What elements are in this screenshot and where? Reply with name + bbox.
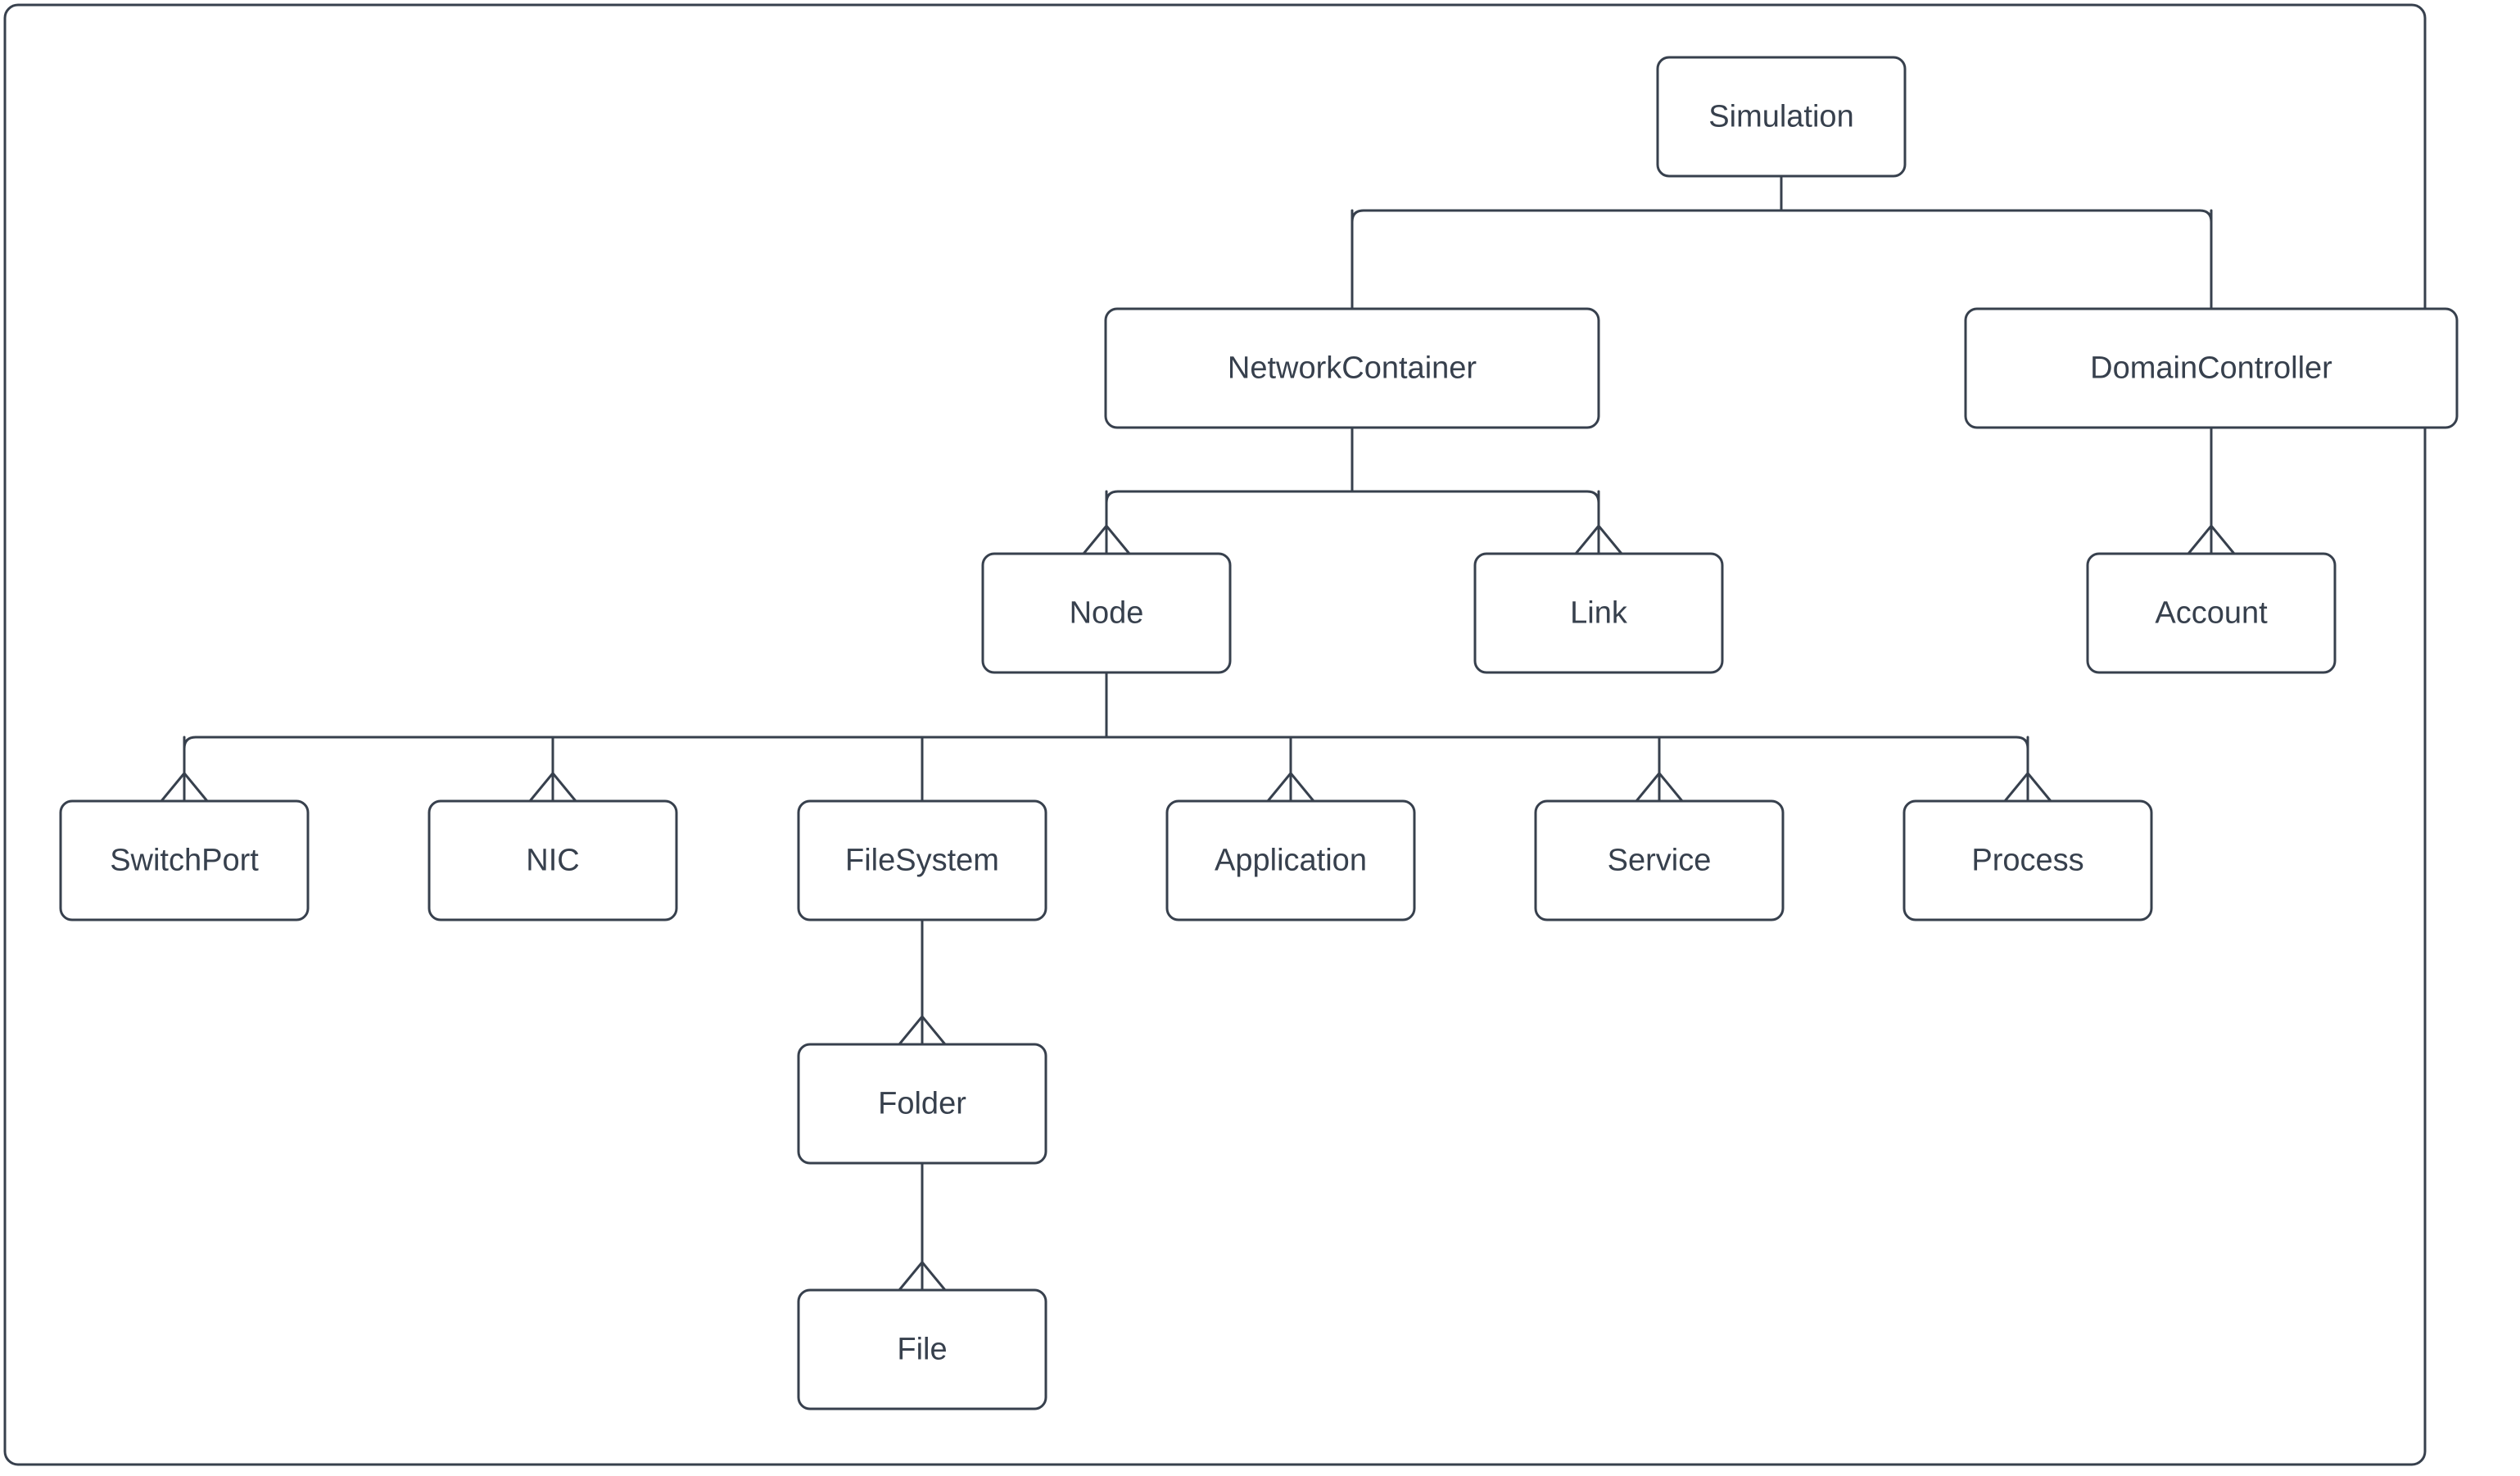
edge-node-to-nic-arrowhead: [528, 772, 577, 803]
node-label-link: Link: [1570, 596, 1628, 631]
node-simulation[interactable]: Simulation: [1656, 56, 1907, 178]
node-label-file: File: [897, 1333, 947, 1367]
node-domaincontroller[interactable]: DomainController: [1964, 307, 2459, 429]
canvas-frame: [3, 3, 2427, 1466]
node-box-nic[interactable]: [428, 799, 678, 921]
node-networkcontainer[interactable]: NetworkContainer: [1104, 307, 1600, 429]
node-label-nic: NIC: [526, 844, 579, 878]
node-box-file[interactable]: [797, 1288, 1047, 1410]
node-box-folder[interactable]: [797, 1043, 1047, 1165]
node-box-filesystem[interactable]: [797, 799, 1047, 921]
canvas-border: [3, 3, 2427, 1466]
node-switchport[interactable]: SwitchPort: [59, 799, 310, 921]
node-file[interactable]: File: [797, 1288, 1047, 1410]
node-nic[interactable]: NIC: [428, 799, 678, 921]
node-box-networkcontainer[interactable]: [1104, 307, 1600, 429]
edge-node-to-process-arrowhead: [2003, 772, 2052, 803]
node-box-domaincontroller[interactable]: [1964, 307, 2459, 429]
node-box-process[interactable]: [1902, 799, 2153, 921]
node-label-simulation: Simulation: [1708, 100, 1853, 134]
node-account[interactable]: Account: [2086, 552, 2337, 674]
node-label-node: Node: [1070, 596, 1144, 631]
node-filesystem[interactable]: FileSystem: [797, 799, 1047, 921]
node-label-account: Account: [2155, 596, 2268, 631]
node-box-switchport[interactable]: [59, 799, 310, 921]
node-box-node[interactable]: [981, 552, 1232, 674]
node-box-link[interactable]: [1473, 552, 1724, 674]
node-label-filesystem: FileSystem: [845, 844, 999, 878]
node-service[interactable]: Service: [1534, 799, 1785, 921]
edge-folder-to-file-arrowhead: [898, 1261, 947, 1292]
node-box-application[interactable]: [1165, 799, 1416, 921]
node-label-networkcontainer: NetworkContainer: [1228, 351, 1477, 386]
edge-node-to-service-arrowhead: [1635, 772, 1684, 803]
node-box-service[interactable]: [1534, 799, 1785, 921]
node-link[interactable]: Link: [1473, 552, 1724, 674]
node-box-simulation[interactable]: [1656, 56, 1907, 178]
node-node[interactable]: Node: [981, 552, 1232, 674]
bus-node-rail: [183, 736, 2029, 750]
node-label-switchport: SwitchPort: [110, 844, 259, 878]
node-label-process: Process: [1971, 844, 2083, 878]
node-folder[interactable]: Folder: [797, 1043, 1047, 1165]
edge-node-to-switchport-arrowhead: [160, 772, 209, 803]
edge-filesystem-to-folder-arrowhead: [898, 1015, 947, 1046]
node-label-service: Service: [1608, 844, 1712, 878]
edge-layer: [160, 174, 2236, 1292]
bus-simulation-rail: [1350, 209, 2213, 224]
node-box-account[interactable]: [2086, 552, 2337, 674]
node-application[interactable]: Application: [1165, 799, 1416, 921]
edge-networkcontainer-to-node-arrowhead: [1082, 524, 1131, 555]
edge-node-to-application-arrowhead: [1266, 772, 1315, 803]
node-label-application: Application: [1215, 844, 1367, 878]
edge-domaincontroller-to-account-arrowhead: [2187, 524, 2236, 555]
bus-networkcontainer-rail: [1105, 490, 1600, 505]
node-label-domaincontroller: DomainController: [2090, 351, 2332, 386]
node-label-folder: Folder: [878, 1087, 966, 1121]
edge-networkcontainer-to-link-arrowhead: [1574, 524, 1623, 555]
node-process[interactable]: Process: [1902, 799, 2153, 921]
